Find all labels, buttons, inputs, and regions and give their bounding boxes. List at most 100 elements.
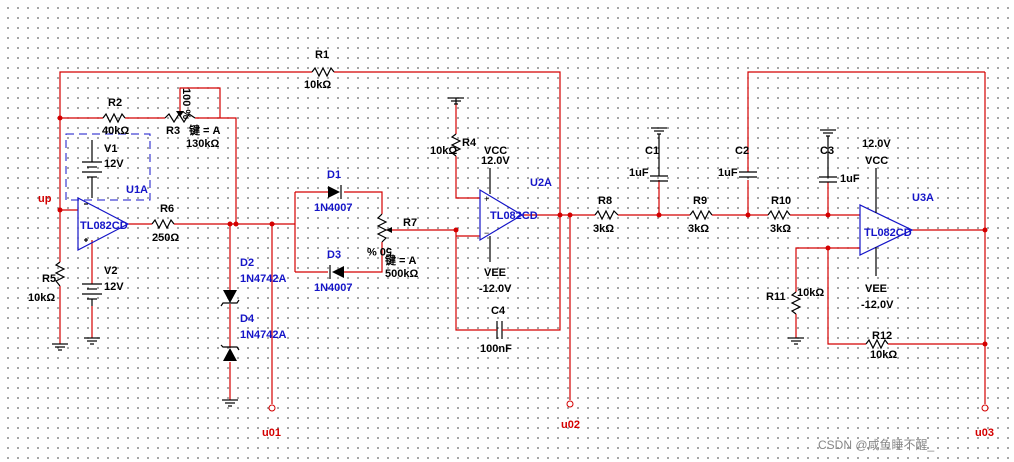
probe-u02[interactable]: u02 [561, 400, 580, 431]
r12-symbol [865, 338, 889, 350]
v2-value: 12V [104, 281, 124, 293]
u3a-vcc-label: VCC [865, 155, 888, 167]
r5-symbol [54, 261, 66, 287]
u2a-vee-value: -12.0V [479, 283, 512, 295]
r6-symbol [151, 218, 175, 230]
v1-ref: V1 [104, 143, 117, 155]
u2a-vcc-label: VCC [484, 145, 507, 157]
c3-symbol [819, 140, 837, 183]
svg-text:+: + [484, 194, 489, 204]
d1-value: 1N4007 [314, 202, 353, 214]
gnd-c1 [651, 127, 667, 140]
r1-symbol [311, 66, 335, 78]
r4-symbol [450, 133, 462, 157]
c3-ref: C3 [820, 145, 834, 157]
r3-percent: 100 % [180, 88, 192, 119]
r12-value: 10kΩ [870, 349, 897, 361]
u1a-part: TL082CD [80, 220, 128, 232]
v1-symbol [82, 140, 102, 198]
r5-ref: R5 [42, 273, 56, 285]
capacitors [490, 140, 837, 339]
u1a-symbol [65, 133, 151, 251]
r1-ref: R1 [315, 49, 329, 61]
c2-ref: C2 [735, 145, 749, 157]
u2a-symbol: + − [479, 168, 524, 262]
r5-value: 10kΩ [28, 292, 55, 304]
d4-symbol [220, 344, 240, 361]
c2-symbol [739, 171, 757, 178]
r12-ref: R12 [872, 330, 892, 342]
net-u01-label: u01 [262, 427, 281, 439]
svg-text:−: − [484, 228, 489, 238]
c4-symbol [490, 321, 508, 339]
u2a-vee-label: VEE [484, 267, 506, 279]
c1-ref: C1 [645, 145, 659, 157]
net-u02-label: u02 [561, 419, 580, 431]
r4-ref: R4 [462, 137, 477, 149]
r11-symbol [790, 291, 802, 315]
u3a-symbol [859, 168, 914, 276]
r7-percent: 50 % [367, 245, 392, 257]
c4-value: 100nF [480, 343, 512, 355]
r7-value: 500kΩ [385, 268, 418, 280]
c1-symbol [650, 140, 668, 182]
u3a-part: TL082CD [864, 227, 912, 239]
r3-ref: R3 [166, 125, 180, 137]
gnd-r5 [52, 343, 68, 351]
u2a-vcc-value: 12.0V [481, 155, 510, 167]
gnd-c3 [820, 129, 836, 140]
wires [59, 71, 986, 404]
d4-ref: D4 [240, 313, 255, 325]
r11-ref: R11 [766, 291, 786, 303]
u3a-vee-label: VEE [865, 283, 887, 295]
r9-value: 3kΩ [688, 223, 709, 235]
r10-ref: R10 [771, 195, 791, 207]
v2-symbol [82, 283, 102, 306]
diodes [220, 185, 344, 361]
r9-ref: R9 [693, 195, 707, 207]
u2a-part: TL082CD [490, 210, 538, 222]
resistors [54, 66, 889, 350]
r2-value: 40kΩ [102, 125, 129, 137]
c3-value: 1uF [840, 173, 860, 185]
r4-value: 10kΩ [430, 145, 457, 157]
gnd-v2 [84, 337, 100, 345]
junction-dots [57, 115, 988, 347]
probe-u01[interactable]: u01 [262, 404, 281, 439]
v1-value: 12V [104, 158, 124, 170]
r8-value: 3kΩ [593, 223, 614, 235]
r2-ref: R2 [108, 97, 122, 109]
r10-value: 3kΩ [770, 223, 791, 235]
c4-ref: C4 [491, 305, 506, 317]
r8-ref: R8 [598, 195, 612, 207]
d4-value: 1N4742A [240, 329, 287, 341]
u2a-ref: U2A [530, 177, 552, 189]
probe-u03[interactable]: u03 [975, 404, 994, 439]
r7-ref: R7 [403, 217, 417, 229]
u3a-vee-value: -12.0V [861, 299, 894, 311]
r7-symbol [376, 213, 388, 243]
grounds [52, 97, 836, 407]
d3-ref: D3 [327, 249, 341, 261]
d1-ref: D1 [327, 169, 341, 181]
gnd-r11 [788, 337, 804, 345]
v2-ref: V2 [104, 265, 117, 277]
u3a-vcc-value: 12.0V [862, 138, 891, 150]
c2-value: 1uF [718, 167, 738, 179]
r3-key: 键 = A [188, 123, 221, 137]
r9-symbol [689, 209, 713, 221]
r7-key: 键 = A [384, 253, 417, 267]
r2-symbol [102, 112, 126, 124]
batteries [82, 140, 102, 306]
u1a-ref: U1A [126, 184, 148, 196]
d3-symbol [329, 265, 344, 279]
r3-value: 130kΩ [186, 138, 219, 150]
r6-ref: R6 [160, 203, 174, 215]
d2-value: 1N4742A [240, 273, 287, 285]
d1-symbol [328, 185, 342, 199]
gnd-d4 [222, 399, 238, 407]
r8-symbol [594, 209, 619, 221]
gnd-r4 [448, 97, 464, 105]
